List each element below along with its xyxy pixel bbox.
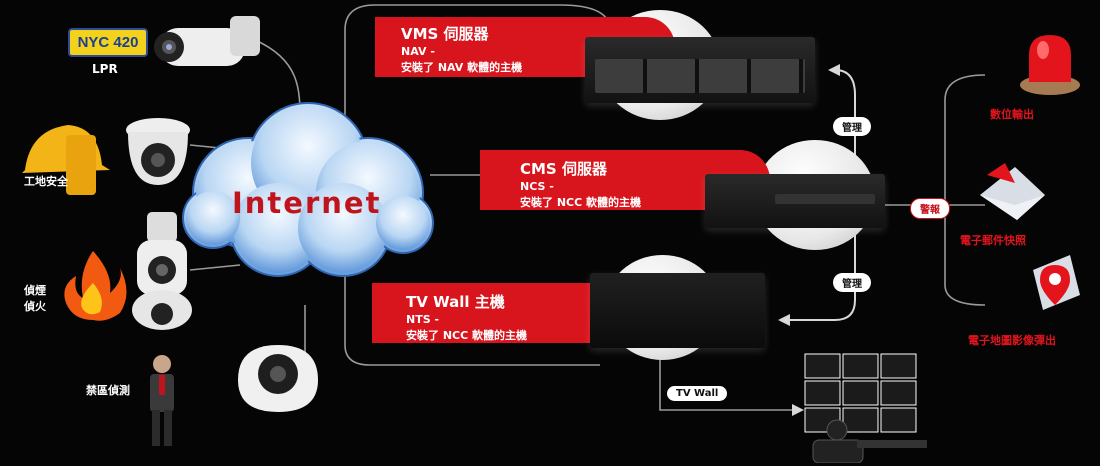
vms-server-code: NAV - [401, 45, 435, 58]
cms-server-desc: 安裝了 NCC 軟體的主機 [520, 196, 642, 209]
hard-hat-icon [22, 125, 110, 195]
emap-popup-label: 電子地圖影像彈出 [968, 334, 1056, 347]
license-plate-icon: NYC 420 [68, 28, 148, 57]
cms-server-title: CMS 伺服器 [520, 160, 607, 178]
fire-smoke-device: 偵煙 偵火 [20, 210, 220, 335]
tvwall-label: TV Wall [667, 386, 728, 401]
fire-icon [64, 251, 127, 321]
vms-server-title: VMS 伺服器 [401, 25, 489, 43]
tvwall-server-code: NTS - [406, 313, 440, 326]
bullet-camera-icon [154, 16, 260, 66]
lpr-label: LPR [92, 62, 118, 76]
alarm-label: 警報 [910, 198, 950, 219]
cms-server-icon [705, 174, 885, 228]
restricted-zone-device: 禁區偵測 [80, 340, 340, 460]
manage-bottom-label: 管理 [833, 273, 871, 292]
email-snapshot-label: 電子郵件快照 [960, 234, 1026, 247]
internet-cloud [182, 102, 434, 277]
internet-label: Internet [232, 186, 382, 220]
restricted-zone-label: 禁區偵測 [86, 384, 130, 397]
ptz-camera-icon [132, 212, 192, 330]
tvwall-host-icon [590, 273, 765, 348]
digital-output-label: 數位輸出 [990, 108, 1034, 121]
smoke-detect-label: 偵煙 [24, 284, 46, 297]
person-icon [150, 355, 174, 446]
vms-server-desc: 安裝了 NAV 軟體的主機 [401, 61, 523, 74]
dome-camera-icon [126, 118, 190, 185]
tvwall-server-title: TV Wall 主機 [406, 293, 505, 311]
mini-dome-camera-icon [238, 345, 318, 412]
emap-popup-icon [1033, 255, 1080, 310]
alarm-light-icon [1020, 35, 1080, 95]
construction-safety-label: 工地安全 [24, 175, 68, 188]
nvr-rack-icon [585, 37, 815, 103]
cms-server-code: NCS - [520, 180, 554, 193]
construction-safety-device: 工地安全 [20, 110, 220, 200]
tvwall-server-desc: 安裝了 NCC 軟體的主機 [406, 329, 528, 342]
email-icon [980, 163, 1045, 220]
manage-top-label: 管理 [833, 117, 871, 136]
fire-detect-label: 偵火 [24, 300, 46, 313]
tv-wall-operator-icon [804, 353, 927, 463]
lpr-device: NYC 420 LPR [30, 10, 270, 80]
